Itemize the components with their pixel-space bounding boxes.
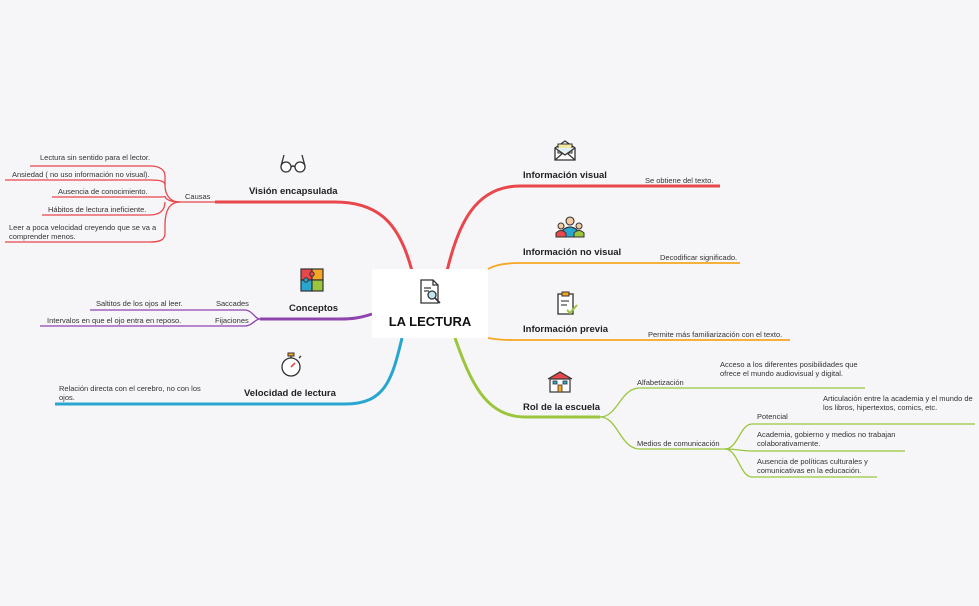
topic-speed[interactable]: Velocidad de lectura xyxy=(244,388,336,399)
school-icon xyxy=(547,371,573,393)
vision-cause-5[interactable]: Leer a poca velocidad creyendo que se va… xyxy=(9,223,157,241)
topic-concepts[interactable]: Conceptos xyxy=(289,303,339,314)
concept-fijaciones-label[interactable]: Fijaciones xyxy=(215,316,249,325)
branch-nonvisual xyxy=(487,262,740,270)
concept-fijaciones-desc[interactable]: Intervalos en que el ojo entra en reposo… xyxy=(47,316,182,325)
topic-nonvisual-info[interactable]: Información no visual xyxy=(523,247,622,258)
topic-prior-info[interactable]: Información previa xyxy=(523,324,608,335)
school-media-potential-label[interactable]: Potencial xyxy=(757,412,788,421)
people-icon xyxy=(555,216,585,238)
school-media-item-2[interactable]: Ausencia de políticas culturales y comun… xyxy=(757,457,868,475)
central-topic-title: LA LECTURA xyxy=(388,314,472,329)
vision-cause-1[interactable]: Lectura sin sentido para el lector. xyxy=(40,153,151,162)
stopwatch-icon xyxy=(281,352,302,377)
vision-cause-2[interactable]: Ansiedad ( no uso información no visual)… xyxy=(12,170,150,179)
topic-school-role[interactable]: Rol de la escuela xyxy=(523,402,601,413)
prior-info-desc[interactable]: Permite más familiarización con el texto… xyxy=(648,330,783,339)
school-media-label[interactable]: Medios de comunicación xyxy=(637,439,720,448)
glasses-icon xyxy=(280,154,306,173)
concept-saccades-label[interactable]: Saccades xyxy=(216,299,249,308)
school-literacy-label[interactable]: Alfabetización xyxy=(637,378,684,387)
vision-causes-label[interactable]: Causas xyxy=(185,192,211,201)
vision-cause-4[interactable]: Hábitos de lectura ineficiente. xyxy=(48,205,147,214)
branch-school xyxy=(453,337,600,419)
visual-info-desc[interactable]: Se obtiene del texto. xyxy=(645,176,714,185)
concept-saccades-desc[interactable]: Saltitos de los ojos al leer. xyxy=(96,299,183,308)
topic-vision[interactable]: Visión encapsulada xyxy=(249,186,338,197)
branch-causes xyxy=(30,165,215,203)
school-literacy-desc[interactable]: Acceso a los diferentes posibilidades qu… xyxy=(720,360,858,378)
branch-vision xyxy=(215,200,414,272)
puzzle-icon xyxy=(300,268,324,292)
document-search-icon xyxy=(420,279,441,304)
school-media-item-1[interactable]: Academia, gobierno y medios no trabajan … xyxy=(757,430,896,448)
school-media-potential-desc[interactable]: Articulación entre la academia y el mund… xyxy=(823,394,973,412)
checklist-icon xyxy=(557,291,578,315)
nonvisual-info-desc[interactable]: Decodificar significado. xyxy=(660,253,738,262)
topic-visual-info[interactable]: Información visual xyxy=(523,170,607,181)
branch-prior xyxy=(487,337,790,341)
envelope-icon xyxy=(554,140,576,161)
branch-speed xyxy=(55,337,404,406)
branch-visual xyxy=(445,184,720,272)
vision-cause-3[interactable]: Ausencia de conocimiento. xyxy=(58,187,148,196)
branch-concepts xyxy=(260,312,373,321)
speed-desc[interactable]: Relación directa con el cerebro, no con … xyxy=(59,384,201,402)
